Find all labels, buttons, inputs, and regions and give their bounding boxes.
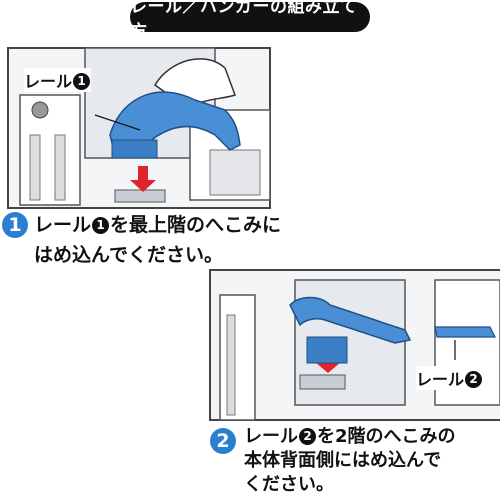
shelf-left-post [19, 94, 81, 206]
leader-line [94, 114, 141, 131]
arrow-down-icon [130, 166, 156, 192]
rail-2-illustration [209, 269, 500, 421]
rail-2-back-part [434, 326, 496, 338]
step-1-number: 1 [2, 212, 28, 238]
page-title: レール／ハンガーの組み立て方 [130, 0, 370, 42]
slot [299, 374, 346, 390]
screw-icon [31, 101, 49, 119]
shelf-left-post [219, 294, 256, 421]
slot [114, 189, 166, 203]
step-2-number: 2 [210, 428, 236, 454]
rail-2-part [289, 296, 412, 344]
rail-1-illustration [7, 47, 271, 209]
rail-1-part [109, 91, 241, 156]
